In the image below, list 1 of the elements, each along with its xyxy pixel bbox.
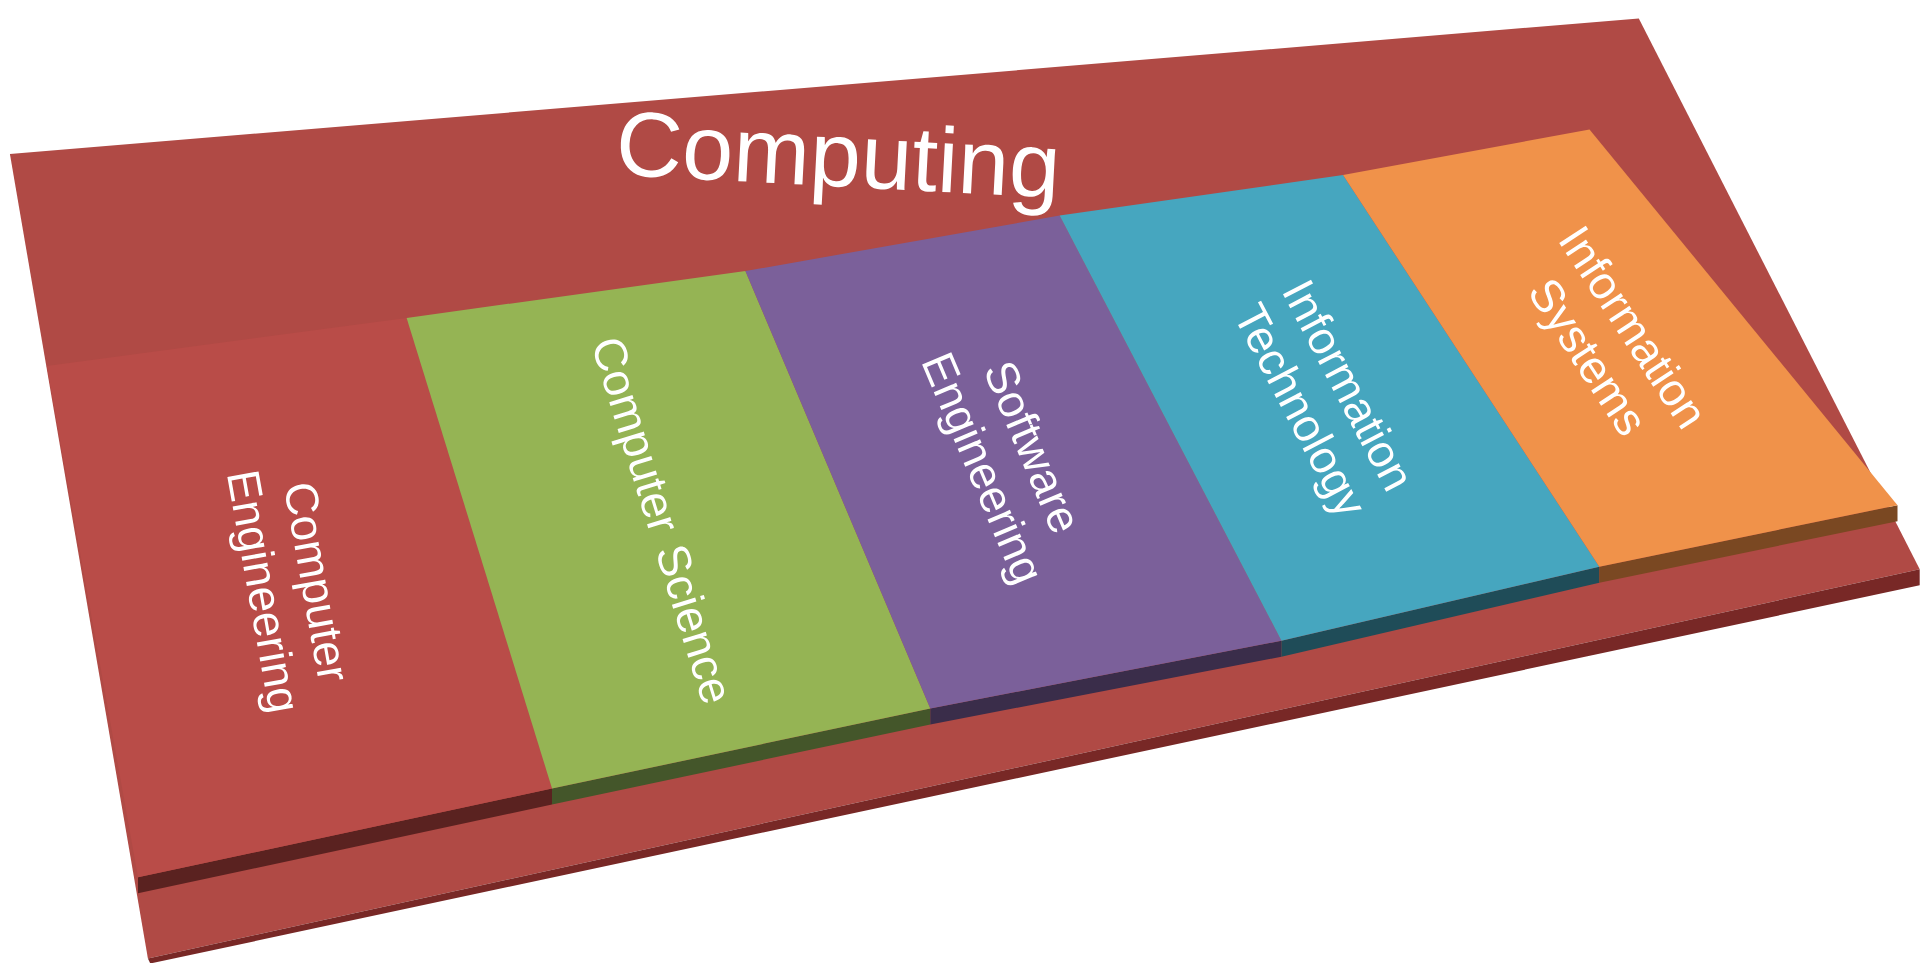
subject-block: Computer Engineering — [46, 317, 552, 894]
